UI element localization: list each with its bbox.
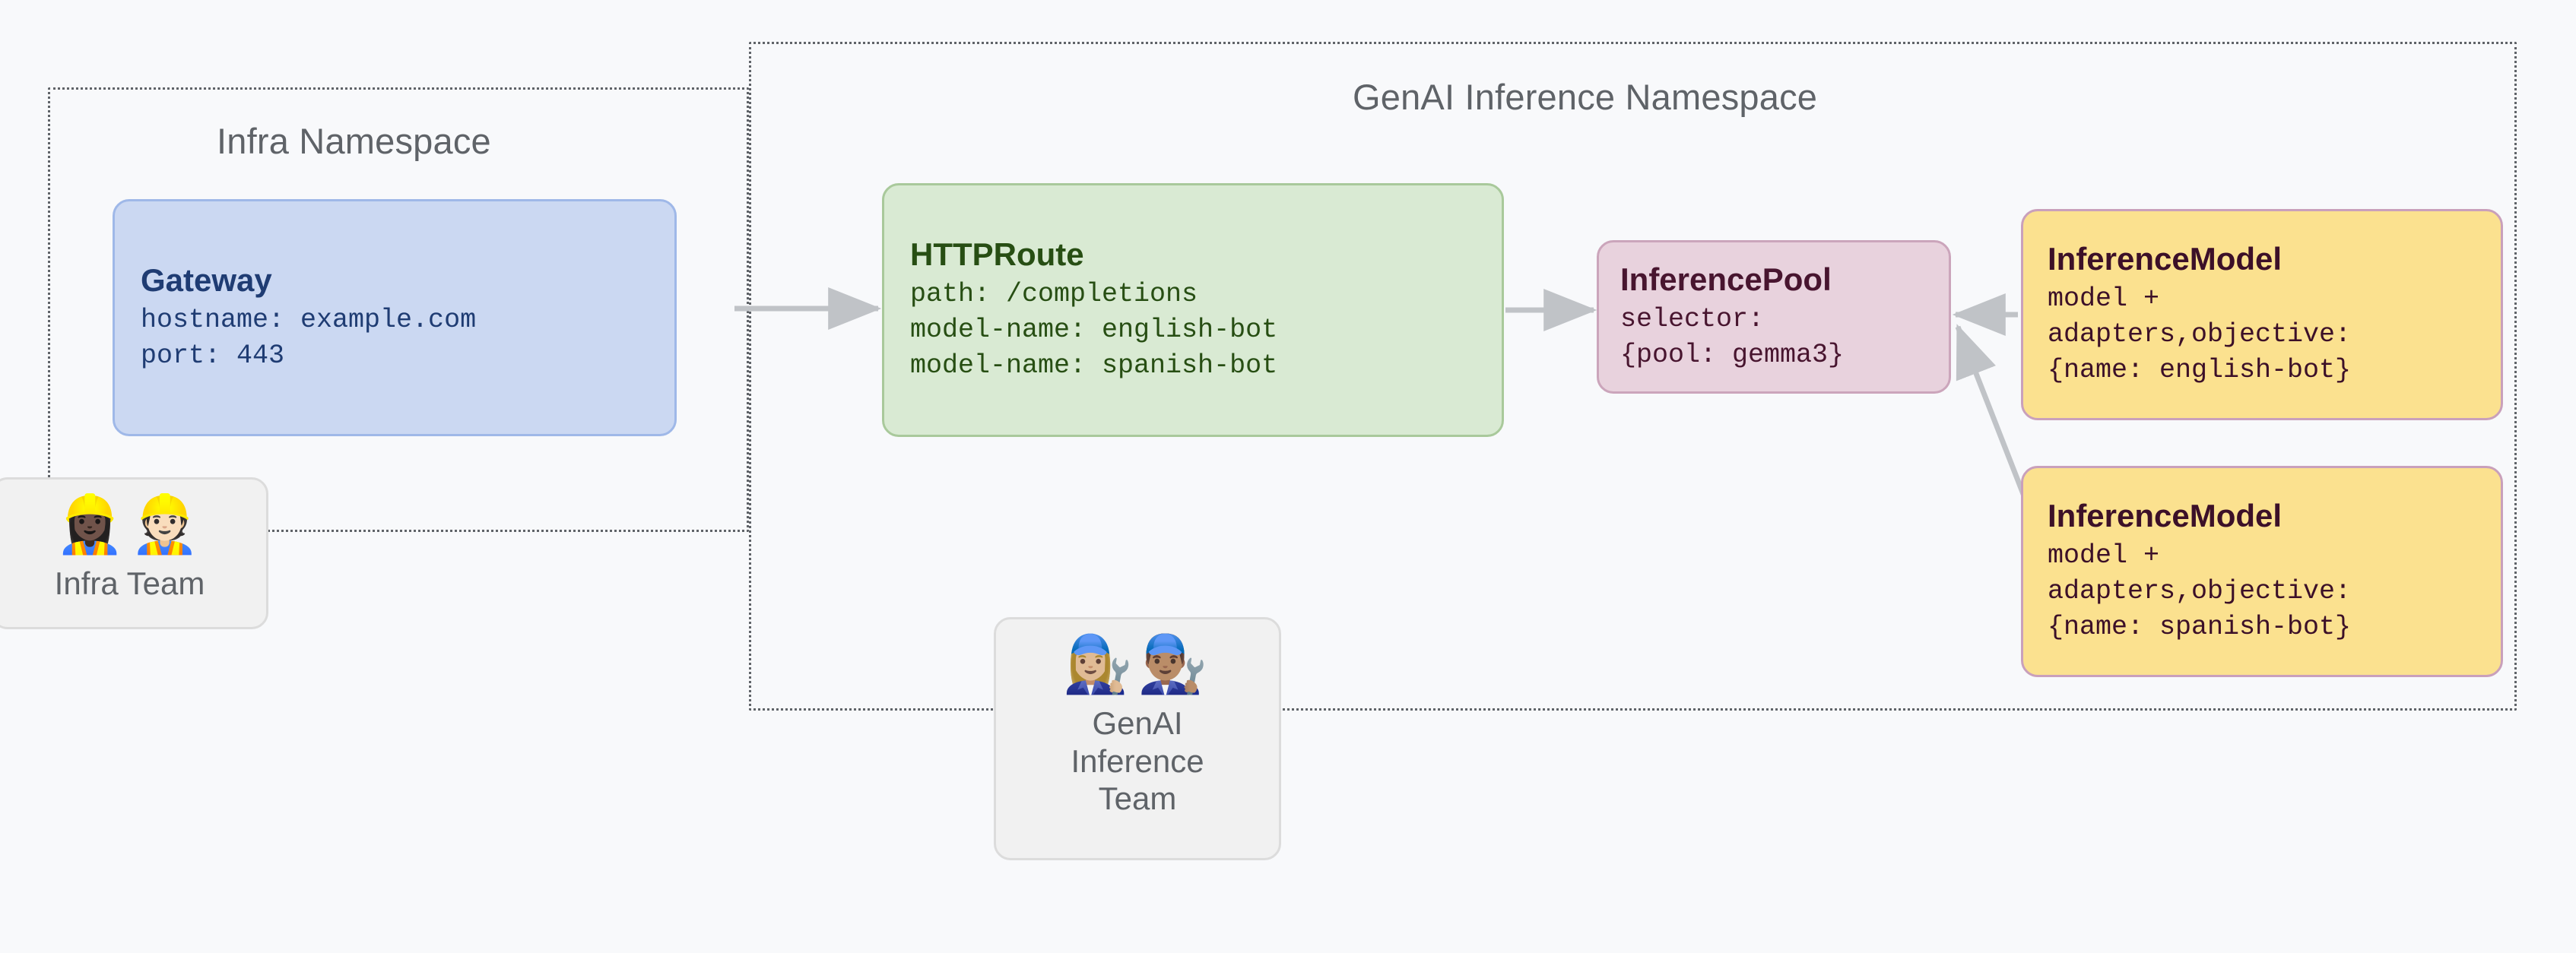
gateway-fields: hostname: example.com port: 443 [141, 304, 477, 371]
mechanic-icon: 👩🏼‍🔧👨🏽‍🔧 [1062, 632, 1213, 697]
resource-card-inferencemodel-english[interactable]: InferenceModel model + adapters,objectiv… [2021, 209, 2503, 420]
inferencemodel-english-fields: model + adapters,objective: {name: engli… [2048, 283, 2352, 385]
inferencepool-kind-label: InferencePool [1620, 261, 1832, 297]
construction-worker-icon: 👷🏿‍♀️👷🏻 [55, 492, 205, 557]
resource-card-gateway[interactable]: Gateway hostname: example.com port: 443 [113, 199, 677, 436]
resource-card-inferencemodel-spanish[interactable]: InferenceModel model + adapters,objectiv… [2021, 466, 2503, 677]
inferencemodel-english-kind-label: InferenceModel [2048, 241, 2283, 277]
namespace-title-infra: Infra Namespace [217, 121, 491, 161]
resource-card-inferencepool[interactable]: InferencePool selector: {pool: gemma3} [1597, 240, 1951, 394]
gateway-kind-label: Gateway [141, 261, 272, 298]
team-label-infra: Infra Team [54, 565, 205, 601]
inferencemodel-spanish-kind-label: InferenceModel [2048, 498, 2283, 534]
team-card-genai[interactable]: 👩🏼‍🔧👨🏽‍🔧 GenAI Inference Team [994, 617, 1281, 860]
resource-card-httproute[interactable]: HTTPRoute path: /completions model-name:… [882, 183, 1504, 437]
inferencepool-fields: selector: {pool: gemma3} [1620, 303, 1845, 370]
team-label-genai: GenAI Inference Team [1071, 705, 1204, 817]
namespace-title-genai: GenAI Inference Namespace [1353, 77, 1818, 117]
httproute-fields: path: /completions model-name: english-b… [910, 279, 1278, 381]
team-card-infra[interactable]: 👷🏿‍♀️👷🏻 Infra Team [0, 477, 268, 629]
namespace-boundary-genai [749, 42, 2517, 711]
inferencemodel-spanish-fields: model + adapters,objective: {name: spani… [2048, 540, 2352, 642]
httproute-kind-label: HTTPRoute [910, 236, 1084, 273]
